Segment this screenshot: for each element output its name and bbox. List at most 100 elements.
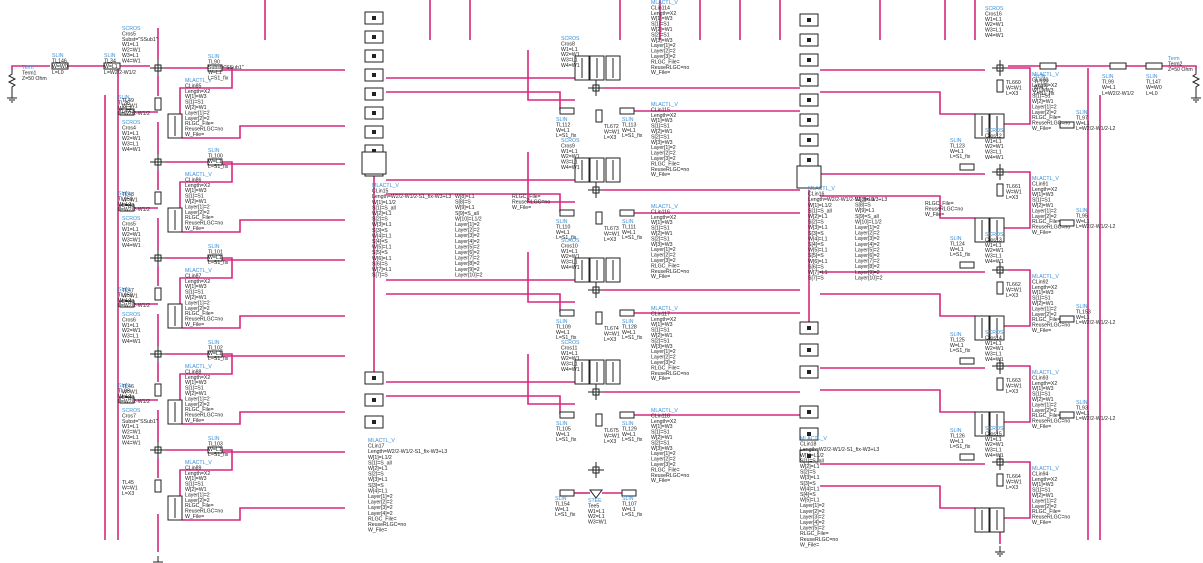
label-line: Cros9	[561, 143, 575, 149]
label-line: S[3]=S	[800, 481, 816, 487]
label-line: W3=L1	[985, 352, 1002, 358]
label-line: TL662	[1006, 282, 1021, 288]
label-line: W4=W1	[985, 357, 1004, 363]
label-line: Length=X2	[651, 11, 676, 17]
coupled-line-mid	[605, 359, 621, 385]
label-line: L=S1_fix	[950, 252, 971, 258]
label-line: W[8]=L1	[455, 194, 475, 200]
wire	[179, 257, 233, 304]
label-line: S[7]=S	[808, 276, 824, 282]
bus-b-cell-lower	[799, 321, 819, 335]
label-line: Layer[2]=2	[185, 306, 210, 312]
label-line: TL673	[604, 226, 619, 232]
label-line: CLin94	[1032, 471, 1049, 477]
label-line: W3=L1	[122, 142, 139, 148]
label-line: W[5]=L1	[808, 248, 828, 254]
label-line: Cros6	[122, 317, 136, 323]
coupled-line-right	[974, 411, 990, 437]
label-line: W=L1	[950, 149, 964, 155]
label-line: W2=W1	[122, 48, 141, 54]
label-line: Length=X2	[1032, 285, 1057, 291]
wire	[386, 395, 561, 414]
cross-right	[992, 454, 1008, 470]
label-title: MLACTL_V	[808, 186, 835, 192]
label-line: L=S1_fix	[950, 444, 971, 450]
label-line: W3=L1	[122, 53, 139, 59]
label-line: W4=W1	[561, 63, 580, 69]
microstrip-line	[1059, 411, 1075, 419]
label-line: S[1]=S1	[1032, 94, 1051, 100]
label-line: CLin85	[185, 83, 202, 89]
label-line: Layer[2]=2	[368, 500, 393, 506]
microstrip-line	[559, 411, 575, 419]
label-line: W2=W1	[561, 254, 580, 260]
label-line: Cros16	[985, 11, 1002, 17]
label-line: TL109	[556, 324, 571, 330]
label-title: Term	[1168, 56, 1180, 62]
label-line: W_File=	[1032, 424, 1051, 430]
label-title: SCROS	[122, 408, 141, 414]
label-line: W1=L1	[985, 139, 1002, 145]
label-line: ReuseRLGC=no	[185, 413, 223, 419]
label-line: Layer[10]=2	[455, 272, 483, 278]
microstrip-line	[619, 411, 635, 419]
microstrip-line	[207, 158, 223, 166]
label-title: SLIN	[950, 332, 962, 338]
label-line: Cros15	[985, 431, 1002, 437]
label-line: W=W1	[1006, 189, 1022, 195]
term2-port	[1191, 70, 1201, 92]
coupled-line-right	[974, 507, 990, 533]
stub-right	[996, 281, 1004, 295]
label-line: L=W2/2-W1/2	[1102, 91, 1134, 97]
mlactl-left-label: MLACTL_VCLin88Length=X2W[1]=W3S[1]=S1W[2…	[185, 364, 223, 424]
label-line: S[1]=S1	[185, 386, 204, 392]
bus-a-bottom-cell	[364, 393, 384, 407]
label-line: W=L1	[208, 447, 222, 453]
label-title: SCROS	[561, 238, 580, 244]
label-line: W=W1	[1006, 85, 1022, 91]
label-line: W[3]=W3	[651, 446, 673, 452]
label-line: W[4]=L1	[368, 488, 388, 494]
cross-left-label: SCROSCros7Subst="SSub1"W1=L1W2=W1W3=L1W4…	[122, 408, 158, 446]
label-line: S[5]=S	[372, 250, 388, 256]
label-line: L=X3	[604, 439, 616, 445]
microstrip-line	[119, 396, 135, 404]
label-line: W4=W1	[122, 147, 141, 153]
label-line: W[8]=L1	[855, 197, 875, 203]
label-line: TL49	[122, 98, 134, 104]
label-line: W=L1	[208, 70, 222, 76]
label-line: Length=W2/2-W1/2-S1_fix-W3+L3	[808, 197, 887, 203]
label-line: TL47	[122, 288, 134, 294]
label-line: W[1]=W3	[1032, 192, 1054, 198]
label-line: W4=W1	[561, 265, 580, 271]
bus-a-header	[361, 151, 387, 175]
label-line: W=L1	[208, 351, 222, 357]
label-line: Layer[1]=2	[185, 110, 210, 116]
label-line: W4=W1	[122, 440, 141, 446]
label-line: Length=X2	[185, 183, 210, 189]
label-line: W1=L1	[985, 341, 1002, 347]
label-line: W[3]=W3	[651, 38, 673, 44]
microstrip-line	[1059, 315, 1075, 323]
label-line: W3=W1	[122, 238, 141, 244]
label-title: SLIN	[556, 319, 568, 325]
label-line: W[3]=L1	[808, 225, 828, 231]
label-line: Layer[2]=2	[185, 402, 210, 408]
term1-port	[7, 70, 17, 92]
label-line: L=W2/2-W1/2	[118, 399, 150, 405]
label-line: W2=W1	[122, 430, 141, 436]
coupled-line-mid	[574, 257, 590, 283]
label-title: SCROS	[122, 312, 141, 318]
label-line: Layer[3]=2	[651, 54, 676, 60]
label-line: RLGC_File=	[651, 161, 680, 167]
label-line: W2=W1	[561, 356, 580, 362]
label-line: W1=L1	[122, 227, 139, 233]
label-line: W3=L1	[985, 448, 1002, 454]
label-line: W_File=	[651, 70, 670, 76]
label-line: L=X3	[604, 135, 616, 141]
